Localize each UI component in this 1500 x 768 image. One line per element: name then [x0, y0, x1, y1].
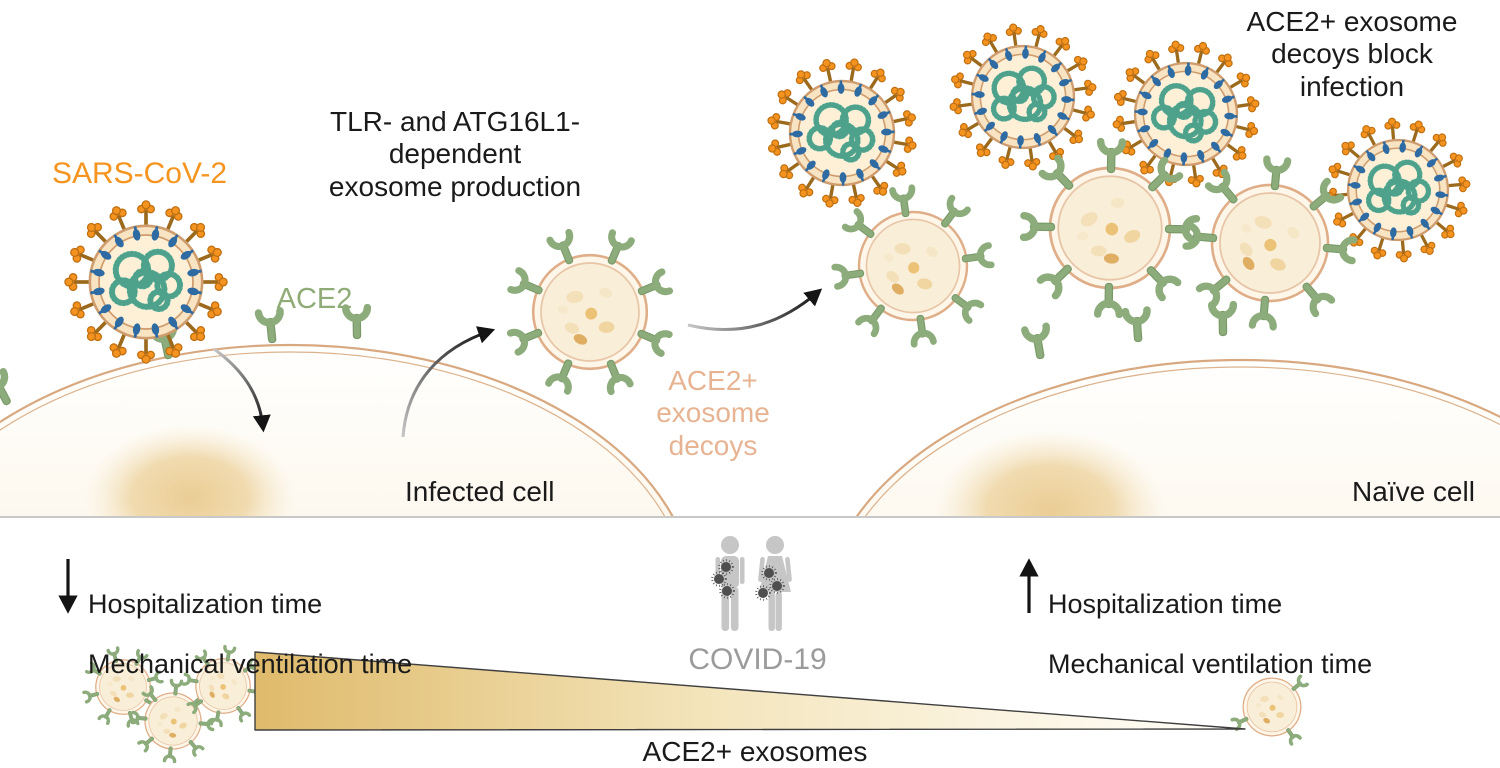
naive-cell-label: Naïve cell: [1352, 476, 1475, 507]
covid-19-label: COVID-19: [688, 643, 827, 676]
exosome-production-label: TLR- and ATG16L1- dependent exosome prod…: [328, 106, 582, 202]
outcome-right: Hospitalization time Mechanical ventilat…: [1048, 559, 1372, 709]
ace2-label: ACE2: [276, 283, 353, 315]
infection-arrow-icon: [213, 347, 271, 433]
covid-patients-icon: [711, 536, 792, 631]
hospitalization-time-label: Hospitalization time: [1048, 589, 1283, 619]
hospitalization-time-label: Hospitalization time: [88, 589, 323, 619]
decoy-release-arrow-icon: [687, 288, 823, 332]
exosome-decoys-label: ACE2+ exosome decoys: [656, 365, 770, 461]
exosome-gradient-wedge: [254, 651, 1246, 731]
infected-cell-label: Infected cell: [405, 476, 555, 507]
infected-cell-shape: [0, 343, 674, 516]
outcome-left: Hospitalization time Mechanical ventilat…: [88, 559, 412, 709]
sars-cov-2-label: SARS-CoV-2: [51, 157, 228, 190]
mechanical-ventilation-time-label: Mechanical ventilation time: [1048, 649, 1373, 679]
decoys-block-infection-label: ACE2+ exosome decoys block infection: [1246, 6, 1458, 102]
exosome-production-arrow-icon: [401, 326, 496, 438]
ace2-exosomes-wedge-label: ACE2+ exosomes: [642, 736, 868, 767]
mechanical-ventilation-time-label: Mechanical ventilation time: [88, 649, 413, 679]
naive-cell-shape: [855, 358, 1500, 516]
